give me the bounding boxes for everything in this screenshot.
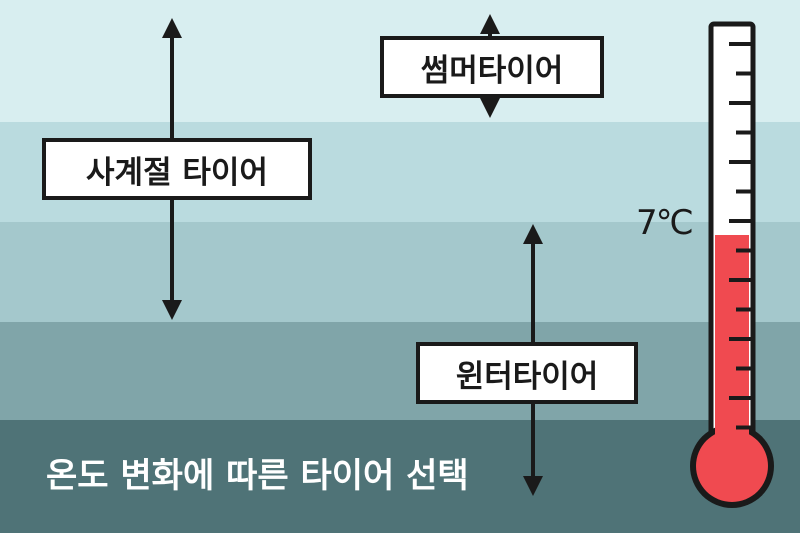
all-season-tire-label: 사계절 타이어 [42, 138, 312, 200]
all-season-tire-label-text: 사계절 타이어 [86, 154, 268, 191]
temperature-reading: 7℃ [636, 203, 694, 243]
thermometer-icon [690, 21, 774, 508]
cool-zone-band [0, 222, 800, 322]
title-band [0, 420, 800, 533]
summer-tire-label: 썸머타이어 [380, 36, 604, 98]
cold-zone-band [0, 322, 800, 420]
summer-tire-label-text: 썸머타이어 [420, 52, 564, 89]
thermometer-bulb [696, 430, 768, 502]
winter-tire-label-text: 윈터타이어 [455, 358, 599, 395]
winter-tire-label: 윈터타이어 [416, 342, 638, 404]
diagram-title: 온도 변화에 따른 타이어 선택 [46, 456, 469, 496]
thermometer-mercury [715, 235, 749, 458]
